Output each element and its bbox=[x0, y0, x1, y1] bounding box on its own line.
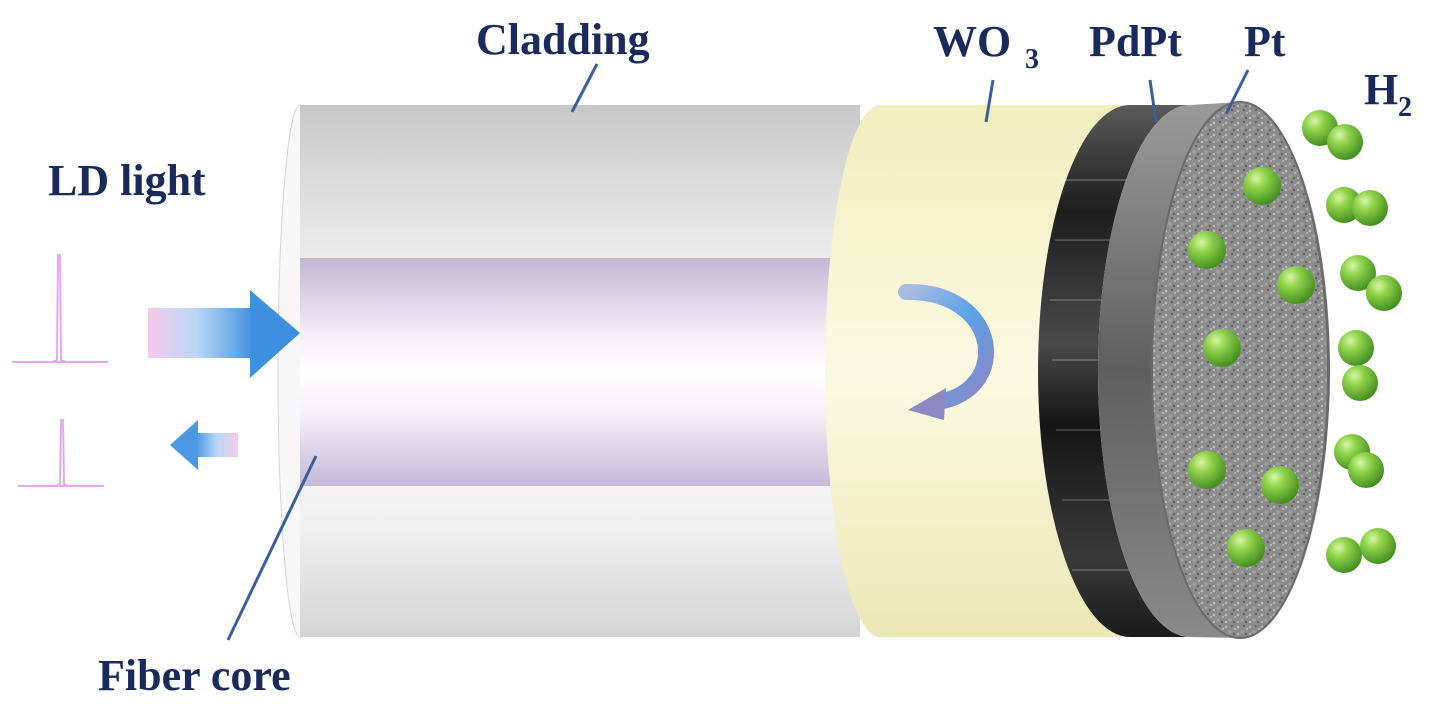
output-pulse bbox=[18, 419, 104, 487]
hydrogen-molecule-icon bbox=[1338, 330, 1378, 401]
fiber-core-label: Fiber core bbox=[98, 651, 291, 700]
right-arrow-icon bbox=[148, 290, 300, 378]
h2-molecules bbox=[1188, 110, 1402, 573]
hydrogen-molecule-icon bbox=[1277, 266, 1315, 304]
cladding-leader bbox=[570, 63, 599, 113]
wo3-leader bbox=[984, 79, 995, 123]
h2-label: H 2 bbox=[1364, 65, 1412, 123]
hydrogen-molecule-icon bbox=[1326, 187, 1388, 226]
pdpt-label: PdPt bbox=[1089, 17, 1182, 66]
input-pulse bbox=[12, 254, 108, 363]
hydrogen-molecule-icon bbox=[1203, 329, 1241, 367]
hydrogen-molecule-icon bbox=[1227, 529, 1265, 567]
ld-light-label: LD light bbox=[48, 156, 206, 205]
h2-label-subscript: 2 bbox=[1398, 92, 1412, 123]
fiber-core bbox=[300, 258, 840, 486]
hydrogen-molecule-icon bbox=[1326, 528, 1396, 573]
wo3-label: WO 3 bbox=[933, 17, 1039, 75]
h2-label-main: H bbox=[1364, 65, 1398, 114]
wo3-label-main: WO bbox=[933, 17, 1011, 66]
hydrogen-molecule-icon bbox=[1261, 466, 1299, 504]
pdpt-leader bbox=[1148, 79, 1158, 123]
cladding-label: Cladding bbox=[476, 15, 650, 64]
pt-layer bbox=[1098, 101, 1330, 639]
hydrogen-molecule-icon bbox=[1243, 167, 1281, 205]
curved-arrow-icon bbox=[898, 283, 994, 420]
hydrogen-molecule-icon bbox=[1334, 434, 1384, 488]
hydrogen-molecule-icon bbox=[1188, 451, 1226, 489]
fiber-core-leader bbox=[226, 455, 318, 641]
hydrogen-molecule-icon bbox=[1188, 231, 1226, 269]
leader-lines bbox=[226, 63, 1250, 641]
hydrogen-molecule-icon bbox=[1302, 110, 1363, 160]
pt-leader bbox=[1224, 69, 1250, 115]
pt-label: Pt bbox=[1244, 17, 1286, 66]
left-arrow-icon bbox=[170, 420, 238, 470]
hydrogen-molecule-icon bbox=[1340, 255, 1402, 311]
wo3-label-subscript: 3 bbox=[1025, 44, 1039, 75]
